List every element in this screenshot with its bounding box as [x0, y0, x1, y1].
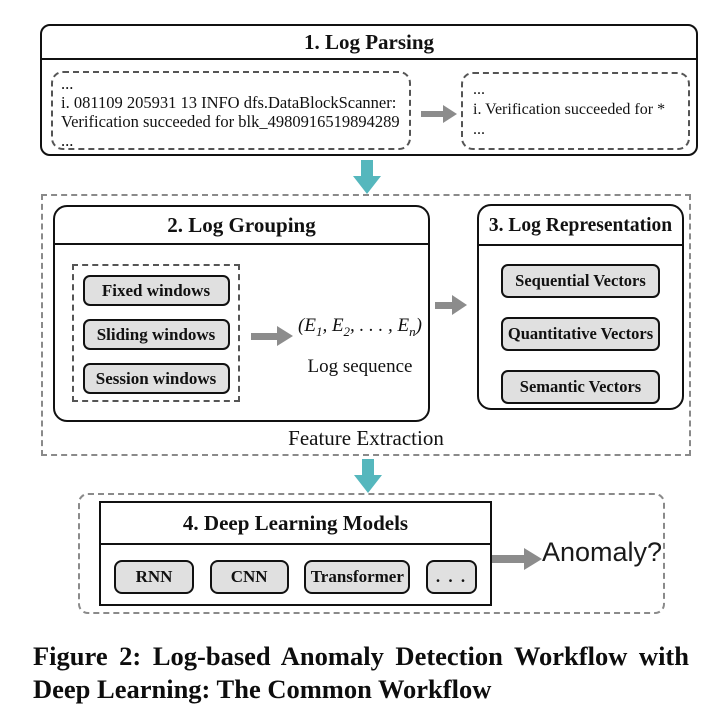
right-arrow-icon [421, 105, 457, 123]
rnn-button: RNN [114, 559, 194, 594]
arrow-shaft [421, 111, 443, 117]
down-arrow-icon [354, 459, 382, 493]
figure-caption: Figure 2: Log-based Anomaly Detection Wo… [33, 640, 689, 706]
parsed-log-box: ... i. Verification succeeded for * ... [461, 72, 690, 150]
sequential-vectors-button: Sequential Vectors [501, 263, 660, 298]
arrow-head [354, 475, 382, 493]
raw-log-line: ... [61, 131, 74, 150]
log-sequence-block: (E1, E2, . . . , En) Log sequence [285, 315, 435, 378]
right-arrow-icon [251, 326, 293, 346]
quantitative-vectors-button: Quantitative Vectors [501, 316, 660, 351]
raw-log-box: ... i. 081109 205931 13 INFO dfs.DataBlo… [51, 71, 411, 150]
log-parsing-box: 1. Log Parsing ... i. 081109 205931 13 I… [40, 24, 698, 156]
sliding-windows-button: Sliding windows [82, 319, 230, 350]
semantic-vectors-button: Semantic Vectors [501, 369, 660, 404]
arrow-head [443, 105, 457, 123]
feature-extraction-label: Feature Extraction [288, 426, 444, 450]
arrow-shaft [251, 332, 277, 340]
arrow-shaft [435, 301, 452, 309]
parsed-log-line: ... [473, 121, 485, 138]
ellipsis-button: . . . [425, 559, 477, 594]
anomaly-output-label: Anomaly? [542, 537, 663, 567]
log-sequence-label: Log sequence [307, 355, 413, 377]
figure-caption-line: Deep Learning: The Common Workflow [33, 674, 492, 704]
log-grouping-box: 2. Log Grouping Fixed windows Sliding wi… [53, 205, 430, 422]
deep-learning-models-box: 4. Deep Learning Models RNN CNN Transfor… [99, 501, 492, 606]
arrow-shaft [362, 459, 374, 475]
cnn-button: CNN [209, 559, 289, 594]
fixed-windows-button: Fixed windows [82, 275, 230, 306]
windows-group-box: Fixed windows Sliding windows Session wi… [72, 264, 240, 402]
transformer-button: Transformer [304, 559, 411, 594]
feature-extraction-region: 2. Log Grouping Fixed windows Sliding wi… [41, 194, 691, 456]
deep-learning-region: 4. Deep Learning Models RNN CNN Transfor… [78, 493, 665, 614]
figure-caption-line: Figure 2: Log-based Anomaly Detection Wo… [33, 641, 689, 671]
vectors-column: Sequential Vectors Quantitative Vectors … [479, 249, 682, 404]
arrow-head [452, 295, 467, 315]
parsed-log-line: ... [473, 81, 485, 98]
arrow-head [353, 176, 381, 194]
raw-log-line: Verification succeeded for blk_498091651… [61, 112, 400, 131]
deep-learning-models-title: 4. Deep Learning Models [101, 503, 490, 545]
arrow-head [277, 326, 293, 346]
log-sequence-formula: (E1, E2, . . . , En) [298, 315, 422, 339]
log-representation-title: 3. Log Representation [479, 206, 682, 246]
arrow-head [524, 548, 542, 570]
log-representation-box: 3. Log Representation Sequential Vectors… [477, 204, 684, 410]
down-arrow-icon [353, 160, 381, 194]
log-parsing-title: 1. Log Parsing [42, 26, 696, 60]
log-grouping-title: 2. Log Grouping [55, 207, 428, 245]
parsed-log-line: i. Verification succeeded for * [473, 101, 666, 118]
right-arrow-icon [492, 548, 542, 570]
arrow-shaft [492, 555, 524, 563]
session-windows-button: Session windows [82, 363, 230, 394]
models-row: RNN CNN Transformer . . . [101, 548, 490, 606]
raw-log-line: i. 081109 205931 13 INFO dfs.DataBlockSc… [61, 93, 397, 112]
raw-log-line: ... [61, 74, 74, 93]
arrow-shaft [361, 160, 373, 176]
right-arrow-icon [435, 295, 467, 315]
